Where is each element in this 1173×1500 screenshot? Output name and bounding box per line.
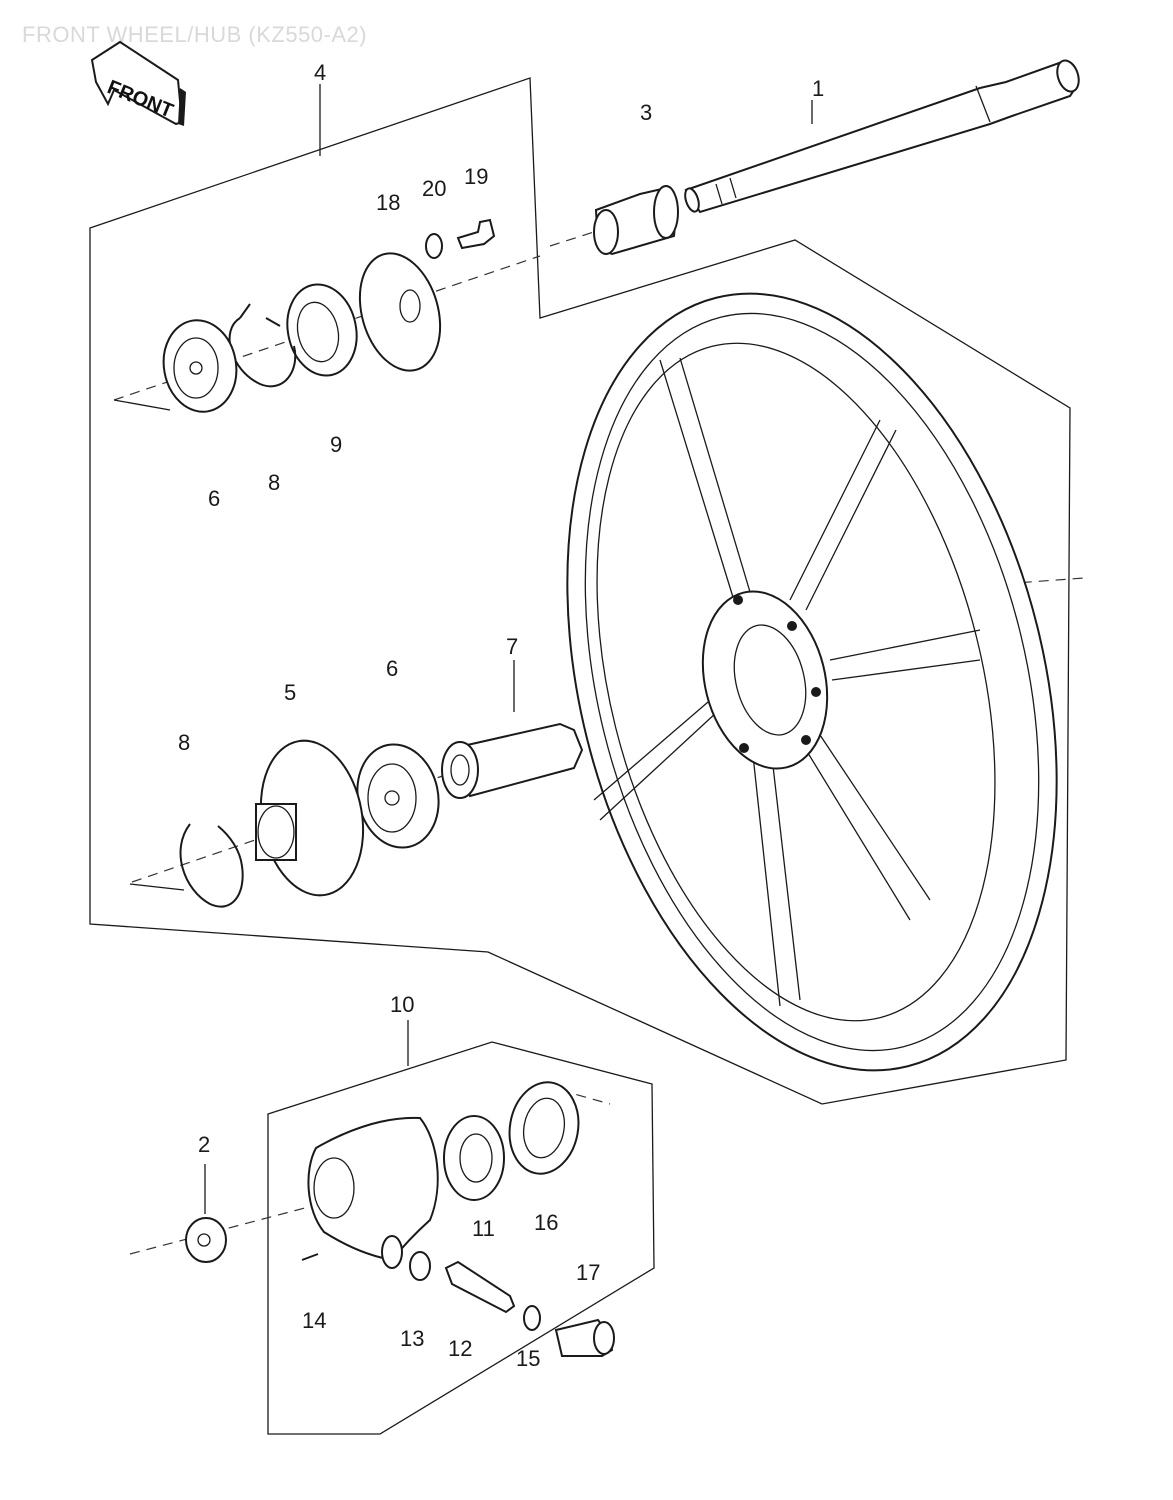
disc-plate-part [358,252,442,372]
label-disc-plate: 18 [376,190,400,215]
washer-part [409,1251,431,1281]
diagram-title: FRONT WHEEL/HUB (KZ550-A2) [22,22,368,47]
pin-part [301,1253,319,1261]
label-axle-nut: 2 [198,1132,210,1157]
hub-assembly-outline [89,77,1071,1105]
label-washer: 13 [400,1326,424,1351]
ball-bearing-upper-part [162,319,238,413]
speedometer-group-outline [267,1041,655,1435]
leader-lines [204,84,813,1214]
label-speedometer-gear: 11 [472,1216,495,1241]
label-lock-washer: 20 [422,176,446,201]
label-pin: 14 [302,1308,326,1333]
speedometer-gear-part [443,1115,505,1201]
grease-seal-part [286,283,358,377]
circlip-upper-part [228,303,297,388]
distance-collar-part [441,722,584,799]
label-grease-seal: 9 [330,432,342,457]
oil-seal-part [508,1081,580,1175]
washer-small-part [523,1305,541,1331]
label-oil-seal: 16 [534,1210,558,1235]
lock-washer-part [425,233,443,259]
label-collar: 3 [640,100,652,125]
label-washer-small: 15 [516,1346,540,1371]
hub-cover-part [255,739,365,897]
label-ball-bearing-right: 6 [386,656,398,681]
label-ball-bearing-left: 6 [208,486,220,511]
bushing-part [554,1318,615,1357]
label-circlip-right: 8 [178,730,190,755]
label-speedometer-pinion: 12 [448,1336,472,1361]
label-speedometer-gear-group: 10 [390,992,414,1017]
label-bushing: 17 [576,1260,600,1285]
bolt-part [456,218,496,250]
collar-part [593,185,679,256]
ball-bearing-lower-part [356,743,440,849]
part-number-labels: 1 2 3 4 5 6 6 7 8 8 9 10 11 12 13 14 15 … [178,60,824,1371]
label-bolt: 19 [464,164,488,189]
axle-part [684,59,1080,214]
front-direction-marker: FRONT [90,40,186,126]
label-axle: 1 [812,76,824,101]
label-distance-collar: 7 [506,634,518,659]
speedometer-housing-part [307,1116,439,1269]
label-circlip-left: 8 [268,470,280,495]
axle-nut-part [185,1217,227,1263]
speedometer-pinion-part [444,1260,516,1314]
label-hub-assembly-group: 4 [314,60,326,85]
label-hub-cover: 5 [284,680,296,705]
circlip-lower-part [179,823,244,908]
front-wheel-part [566,292,1058,1072]
